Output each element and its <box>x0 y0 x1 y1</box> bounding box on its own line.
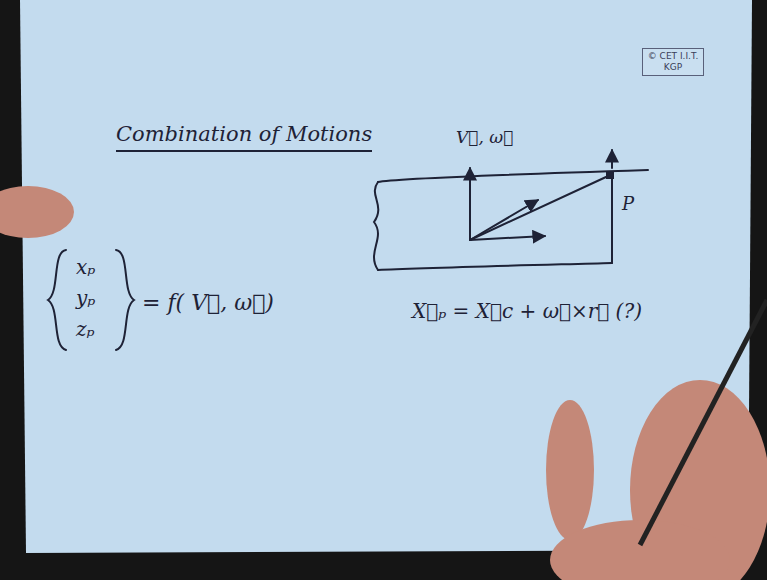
hands <box>0 186 767 580</box>
body-bottom-edge <box>378 263 612 270</box>
right-brace <box>116 250 134 350</box>
pen <box>640 300 767 545</box>
body-cut-end <box>374 182 378 270</box>
velocity-arrow <box>469 168 471 240</box>
vector-label: V⃗, ω⃗ <box>456 128 513 148</box>
left-brace <box>48 250 66 350</box>
x-axis-arrow <box>470 236 545 240</box>
body-right-edge <box>611 176 613 263</box>
right-thumb <box>546 400 594 540</box>
stamp-text: © CET I.I.T. KGP <box>647 51 699 73</box>
function-expression: = f( V⃗, ω⃗) <box>142 290 274 315</box>
point-velocity-arrow <box>611 150 613 168</box>
z-axis-arrow <box>470 200 538 240</box>
coordinate: yₚ <box>76 287 95 310</box>
body-sketch <box>48 150 648 350</box>
title: Combination of Motions <box>116 122 372 152</box>
point-label: P <box>622 194 634 215</box>
point-marker <box>606 171 614 179</box>
equation: X⃗ₚ = X⃗c + ω⃗×r⃗ (?) <box>412 300 642 323</box>
left-finger <box>0 186 74 238</box>
coordinate: zₚ <box>76 318 95 341</box>
right-palm <box>550 520 730 580</box>
coordinate: xₚ <box>76 256 95 279</box>
body-top-edge <box>378 170 648 182</box>
stamp-box: © CET I.I.T. KGP <box>642 48 704 76</box>
position-vector <box>470 177 606 240</box>
